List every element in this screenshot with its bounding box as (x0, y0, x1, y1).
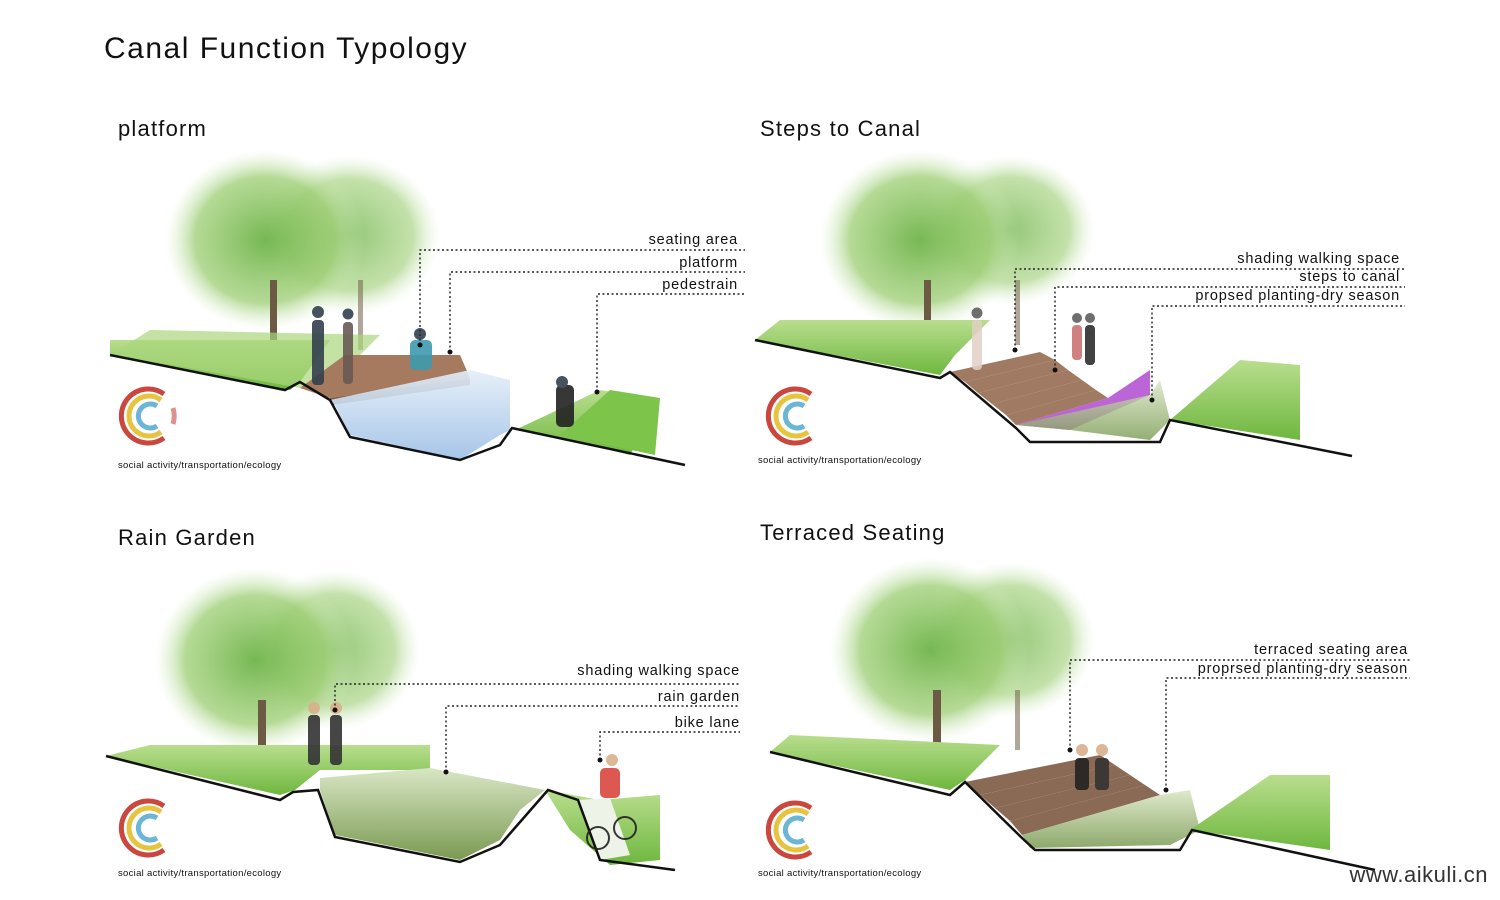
tree-icon (155, 568, 355, 752)
panel-title-platform: platform (118, 116, 208, 141)
callout-proposed-planting: proprsed planting-dry season (1197, 661, 1408, 677)
callout-terraced-seating-area: terraced seating area (1254, 642, 1408, 658)
logo-icon (765, 800, 813, 860)
watermark: www.aikuli.cn (1349, 862, 1488, 887)
callout-proposed-planting: propsed planting-dry season (1195, 288, 1400, 304)
caption-terraced-seating: social activity/transportation/ecology (758, 868, 922, 879)
panel-steps-scene (754, 150, 1353, 458)
caption-platform: social activity/transportation/ecology (118, 460, 282, 471)
caption-rain-garden: social activity/transportation/ecology (118, 868, 282, 879)
callout-leaders (334, 249, 1410, 790)
panel-title-rain-garden: Rain Garden (118, 525, 256, 550)
panel-rain-garden-scene (105, 568, 676, 872)
caption-steps-to-canal: social activity/transportation/ecology (758, 455, 922, 466)
page-title: Canal Function Typology (104, 32, 469, 65)
tree-icon (820, 150, 1020, 330)
callout-rain-garden: rain garden (657, 689, 740, 705)
panel-title-steps-to-canal: Steps to Canal (760, 116, 922, 141)
logo-icon (765, 386, 813, 446)
panel-title-terraced-seating: Terraced Seating (760, 520, 946, 545)
callout-seating-area: seating area (648, 232, 738, 248)
logo-icon (118, 798, 166, 858)
callout-steps-to-canal: steps to canal (1299, 269, 1400, 285)
tree-icon (830, 558, 1030, 742)
tree-icon (165, 150, 365, 330)
callout-shading-walking-space: shading walking space (1237, 251, 1400, 267)
panel-platform-scene (109, 150, 686, 467)
callout-pedestrain: pedestrain (662, 277, 738, 293)
callout-bike-lane: bike lane (674, 715, 740, 731)
callout-platform: platform (679, 255, 738, 271)
callout-shading-walking-space: shading walking space (577, 663, 740, 679)
logo-icon (118, 386, 177, 446)
panel-terraced-scene (769, 558, 1376, 872)
